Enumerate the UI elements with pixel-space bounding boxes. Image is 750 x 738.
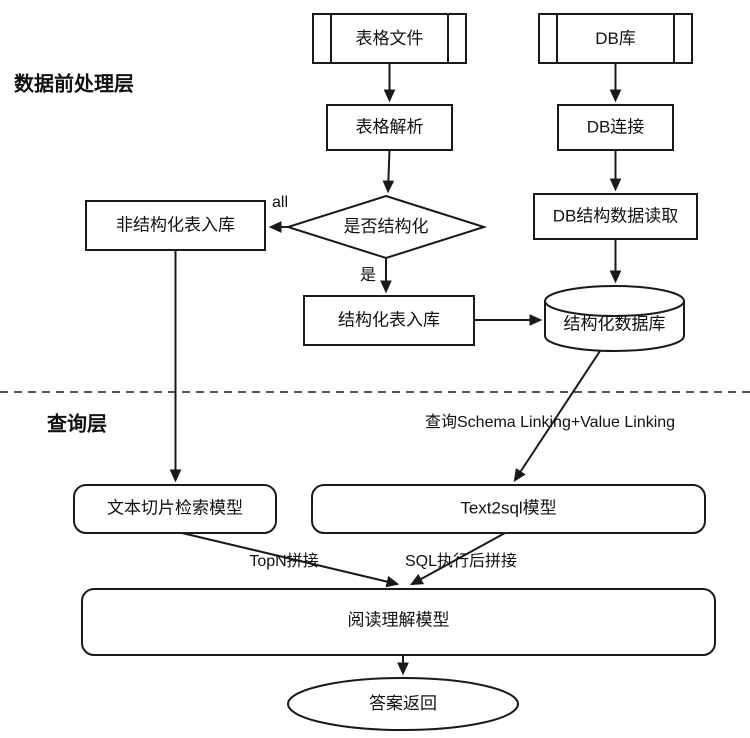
node-text2sql-model[interactable]: Text2sql模型 [311, 484, 706, 534]
edge-label-all: all [272, 194, 288, 211]
node-db-connect[interactable]: DB连接 [557, 104, 674, 151]
node-label-text-chunk-model: 文本切片检索模型 [107, 498, 243, 517]
edge-label-topn: TopN拼接 [249, 552, 318, 570]
node-text-chunk-model[interactable]: 文本切片检索模型 [73, 484, 277, 534]
node-unstructured-load[interactable]: 非结构化表入库 [85, 200, 266, 251]
node-db-store[interactable]: DB库 [538, 13, 693, 64]
node-table-file[interactable]: 表格文件 [312, 13, 467, 64]
node-structured-load[interactable]: 结构化表入库 [303, 295, 475, 346]
node-structured-db[interactable]: 结构化数据库 [544, 285, 685, 352]
node-label-text2sql-model: Text2sql模型 [460, 498, 556, 517]
node-label-is-structured: 是否结构化 [344, 217, 429, 236]
node-label-answer-return: 答案返回 [369, 694, 437, 713]
edge-text2sql-model-to-reading-model [409, 532, 506, 586]
node-reading-model[interactable]: 阅读理解模型 [81, 588, 716, 656]
edge-text-chunk-model-to-reading-model [181, 532, 400, 588]
node-label-db-schema-read: DB结构数据读取 [553, 206, 679, 225]
edge-table-parse-to-is-structured [382, 149, 395, 194]
node-db-schema-read[interactable]: DB结构数据读取 [533, 193, 698, 240]
node-label-structured-load: 结构化表入库 [338, 310, 440, 329]
node-answer-return[interactable]: 答案返回 [287, 677, 519, 731]
node-label-reading-model: 阅读理解模型 [348, 610, 450, 629]
node-label-db-connect: DB连接 [587, 117, 645, 136]
edge-label-yes: 是 [360, 267, 376, 284]
node-label-db-store: DB库 [595, 29, 636, 48]
node-label-table-file: 表格文件 [356, 29, 424, 48]
node-label-unstructured-load: 非结构化表入库 [116, 215, 235, 234]
edge-structured-db-to-text2sql-model [513, 350, 601, 482]
node-label-table-parse: 表格解析 [356, 117, 424, 136]
node-label-structured-db: 结构化数据库 [564, 314, 666, 333]
layer-title-preprocess: 数据前处理层 [14, 71, 134, 95]
edge-label-sql-exec: SQL执行后拼接 [405, 552, 517, 570]
node-is-structured[interactable]: 是否结构化 [284, 194, 488, 260]
edge-label-schema-linking: 查询Schema Linking+Value Linking [425, 413, 675, 431]
node-table-parse[interactable]: 表格解析 [326, 104, 453, 151]
layer-title-query: 查询层 [47, 411, 107, 435]
